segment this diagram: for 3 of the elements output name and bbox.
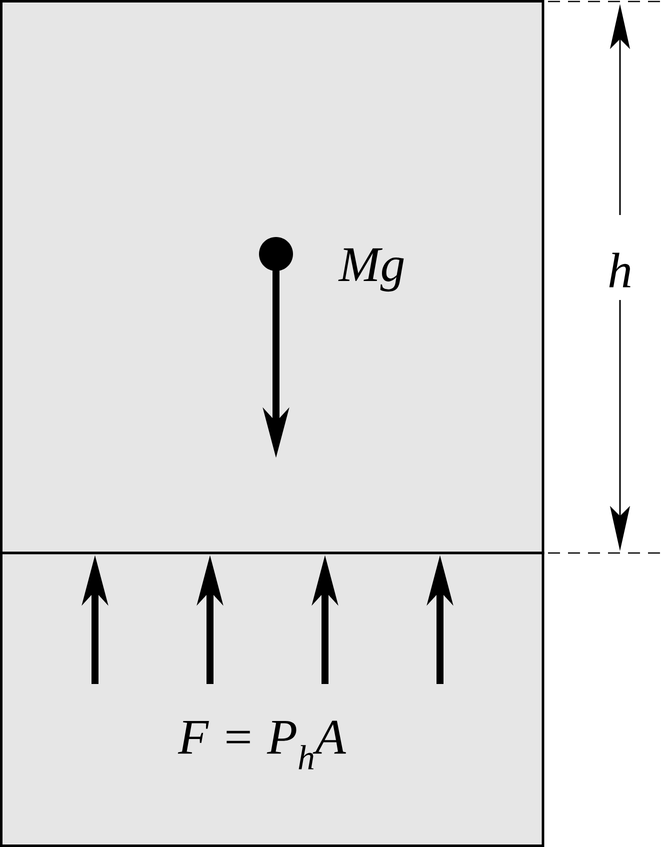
force-label: F = P$_{h}$A [178, 720, 346, 770]
force-label: Mg [338, 248, 404, 292]
force-label: h [609, 252, 630, 288]
